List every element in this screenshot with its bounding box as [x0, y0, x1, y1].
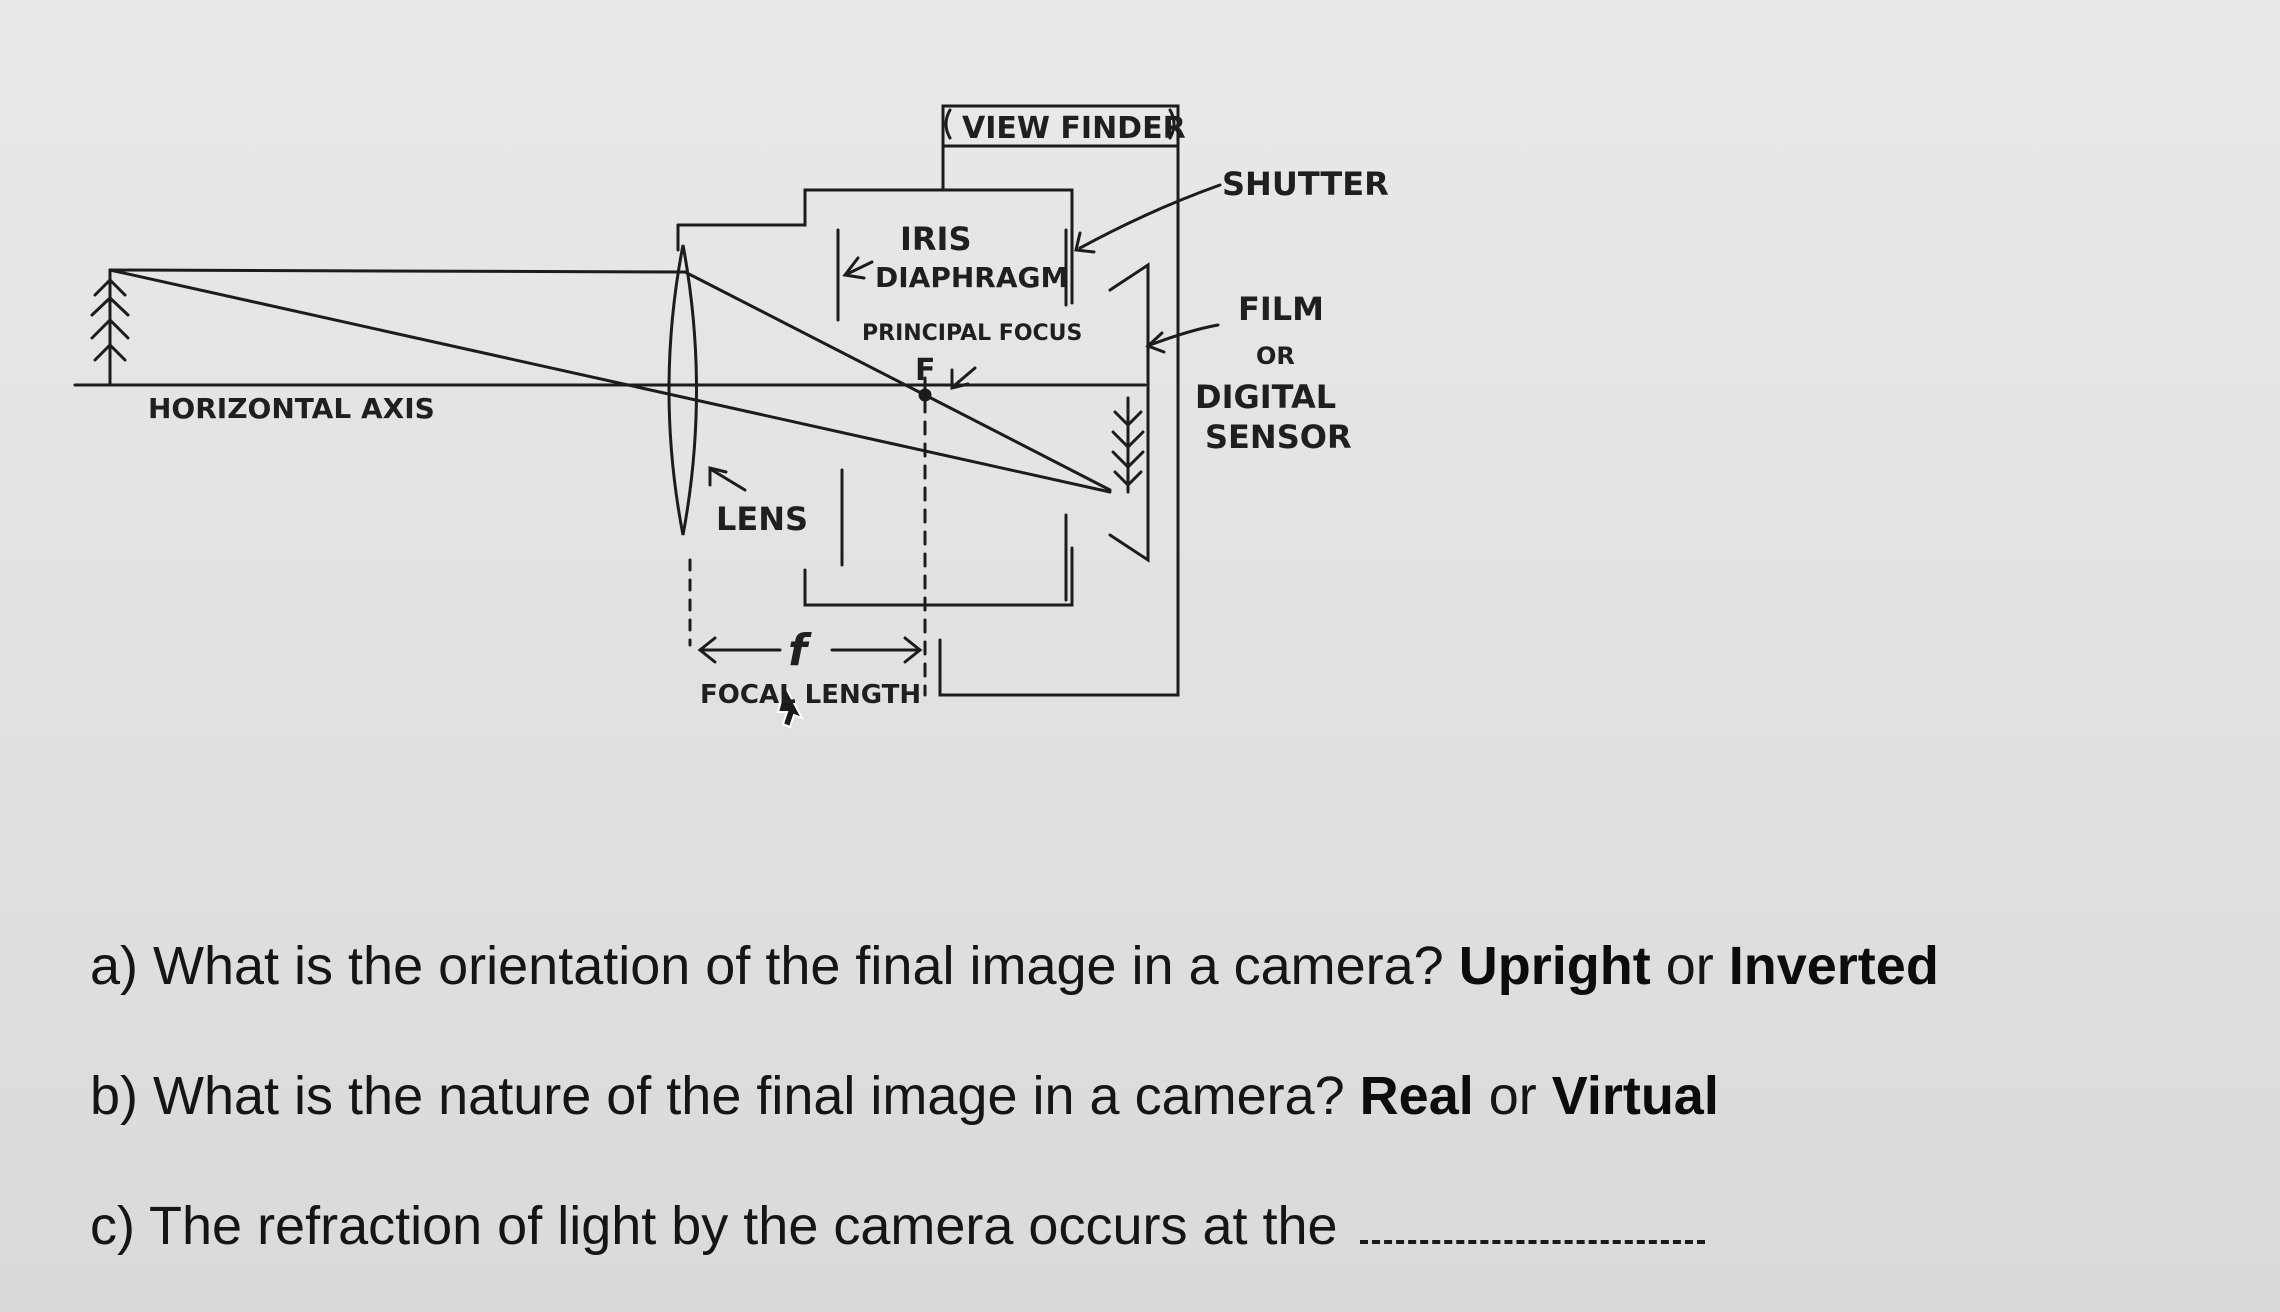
option-upright: Upright [1458, 936, 1666, 996]
lens-label: LENS [716, 500, 808, 538]
focal-length-label: FOCAL LENGTH [700, 680, 921, 710]
film-label-line3: DIGITAL [1195, 378, 1336, 416]
question-c: c) The refraction of light by the camera… [90, 1195, 1705, 1257]
camera-body-bottom [803, 546, 1074, 607]
question-b-connector: or [1488, 1066, 1552, 1126]
camera-body-top [676, 188, 1074, 305]
question-c-text: c) The refraction of light by the camera… [90, 1196, 1338, 1256]
film-label-line2: OR [1256, 342, 1295, 370]
horizontal-axis-label: HORIZONTAL AXIS [148, 392, 435, 425]
viewfinder-box [941, 104, 1180, 148]
option-real: Real [1359, 1066, 1489, 1126]
iris-pointer [843, 260, 874, 277]
mouse-cursor-icon [776, 683, 805, 729]
refracted-ray [683, 270, 1112, 492]
shutter-pointer [1078, 183, 1222, 250]
central-ray [108, 268, 1112, 494]
parallel-ray [108, 268, 687, 274]
film-sensor-plate [1108, 262, 1150, 563]
answer-blank [1359, 1220, 1705, 1244]
question-a-text: a) What is the orientation of the final … [90, 936, 1459, 996]
camera-back-housing [938, 144, 1180, 697]
shutter-label: SHUTTER [1222, 165, 1389, 203]
focus-point-label: F [915, 353, 936, 388]
film-label-line1: FILM [1238, 290, 1324, 328]
iris-label-line2: DIAPHRAGM [875, 261, 1068, 294]
object-tree-icon [90, 268, 130, 387]
iris-label-line1: IRIS [900, 220, 972, 258]
camera-diagram: VIEW FINDER SHUTTER IRIS DIAPHRAGM PRINC… [73, 104, 1389, 729]
focus-pointer [953, 366, 977, 387]
inverted-image-icon [1111, 396, 1145, 494]
question-a-connector: or [1665, 936, 1729, 996]
option-inverted: Inverted [1728, 936, 1939, 996]
question-b: b) What is the nature of the final image… [90, 1065, 1719, 1127]
principal-focus-label: PRINCIPAL FOCUS [862, 321, 1082, 346]
option-virtual: Virtual [1551, 1066, 1719, 1126]
film-label-line4: SENSOR [1205, 418, 1352, 456]
lens-shape [667, 244, 698, 536]
film-pointer [1148, 323, 1220, 347]
focal-symbol-label: f [788, 625, 812, 676]
lens-pointer [710, 468, 747, 492]
view-finder-label: VIEW FINDER [962, 111, 1186, 146]
question-a: a) What is the orientation of the final … [90, 935, 1939, 997]
question-b-text: b) What is the nature of the final image… [90, 1066, 1360, 1126]
